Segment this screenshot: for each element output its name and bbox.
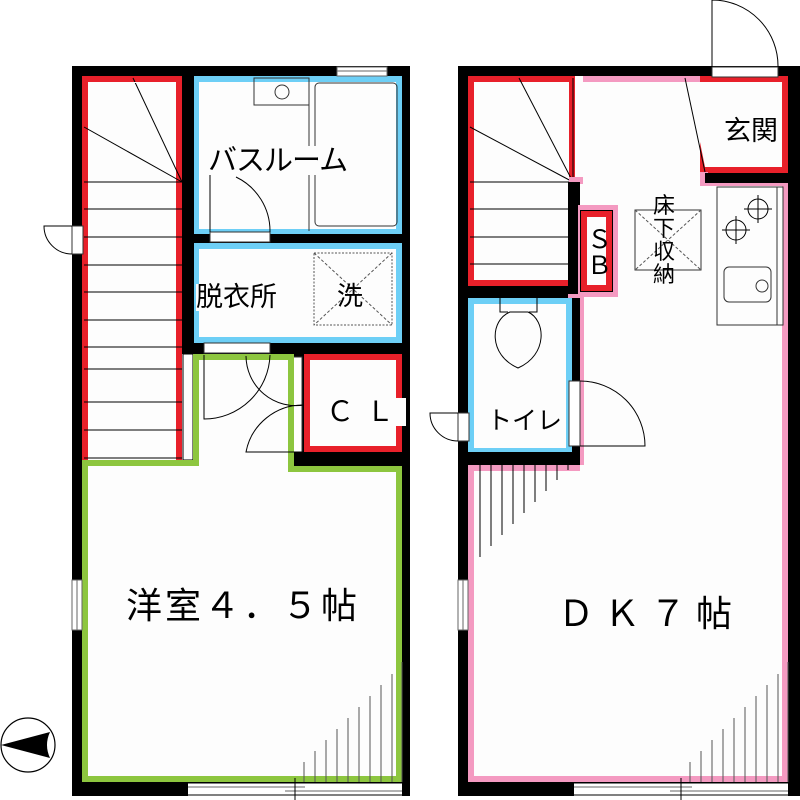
- left-side-door: [71, 225, 84, 255]
- dk-hatch-bottom: [689, 662, 789, 782]
- washer-label: 洗: [337, 282, 364, 312]
- closet-label: ＣＬ: [326, 395, 407, 428]
- entrance-label: 玄関: [724, 116, 778, 147]
- underfloor-storage-icon: [634, 209, 702, 271]
- shoe-box-label: ＳＢ: [587, 225, 613, 281]
- left-stairs-icon: [83, 77, 183, 459]
- toilet-bowl-icon: [494, 298, 542, 369]
- toilet-side-door: [457, 412, 470, 442]
- compass-icon: [0, 717, 56, 773]
- entrance-door-swing-icon: [711, 0, 779, 68]
- entrance-door: [711, 66, 779, 78]
- stove-burner-icon: [722, 195, 772, 244]
- closet-doors-icon: [203, 354, 305, 453]
- western-room-hatch: [303, 662, 403, 782]
- washer-space-icon: [313, 252, 393, 326]
- right-stairs-icon: [469, 77, 574, 265]
- toilet-door-icon: [579, 380, 646, 447]
- western-room-label: 洋室４．５帖: [126, 586, 361, 627]
- kitchen-sink-icon: [723, 266, 772, 303]
- bathroom-label: バスルーム: [208, 143, 348, 177]
- kitchen-counter: [716, 186, 784, 326]
- left-floor: [43, 66, 410, 800]
- toilet-label: トイレ: [487, 406, 563, 435]
- dining-kitchen-label: ＤＫ７帖: [558, 594, 743, 635]
- underfloor-storage-label: 床下収納: [652, 194, 675, 289]
- dressing-room-label: 脱衣所: [196, 282, 277, 313]
- dk-hatch-top: [479, 465, 569, 557]
- bathroom-door-icon: [209, 172, 271, 233]
